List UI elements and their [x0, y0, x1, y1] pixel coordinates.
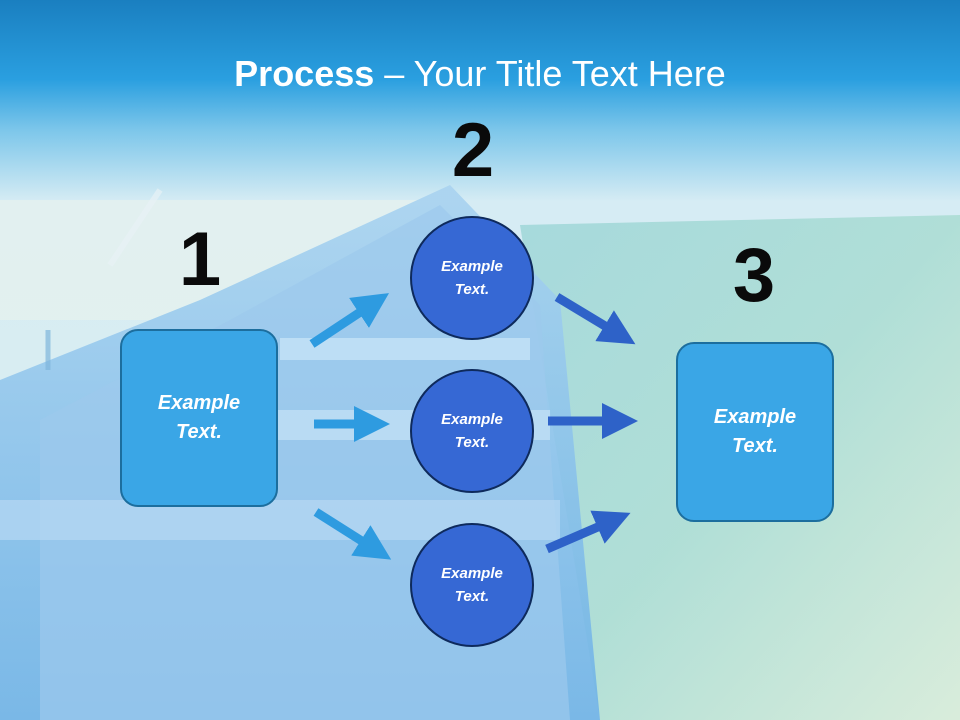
circle-middle: Example Text.: [410, 369, 534, 493]
left-text-box: Example Text.: [120, 329, 278, 507]
arrow-left-up: [309, 293, 390, 348]
step-number-2: 2: [451, 108, 495, 193]
arrow-right-down: [554, 293, 636, 345]
title-separator: –: [374, 53, 414, 94]
arrow-left-down: [313, 508, 392, 560]
right-box-text: Example Text.: [713, 406, 797, 457]
circle-top-text: Example Text.: [441, 258, 503, 298]
circle-bottom: Example Text.: [410, 523, 534, 647]
right-text-box: Example Text.: [676, 342, 834, 522]
left-box-text: Example Text.: [157, 392, 241, 443]
step-number-3: 3: [732, 233, 776, 318]
circle-bottom-text: Example Text.: [441, 565, 503, 605]
arrow-right-up: [545, 510, 631, 554]
step-number-1: 1: [178, 217, 222, 302]
title-bold: Process: [234, 53, 375, 94]
circle-top: Example Text.: [410, 216, 534, 340]
title-rest: Your Title Text Here: [413, 53, 726, 94]
circle-middle-text: Example Text.: [441, 411, 503, 451]
slide-title: Process – Your Title Text Here: [0, 52, 960, 96]
